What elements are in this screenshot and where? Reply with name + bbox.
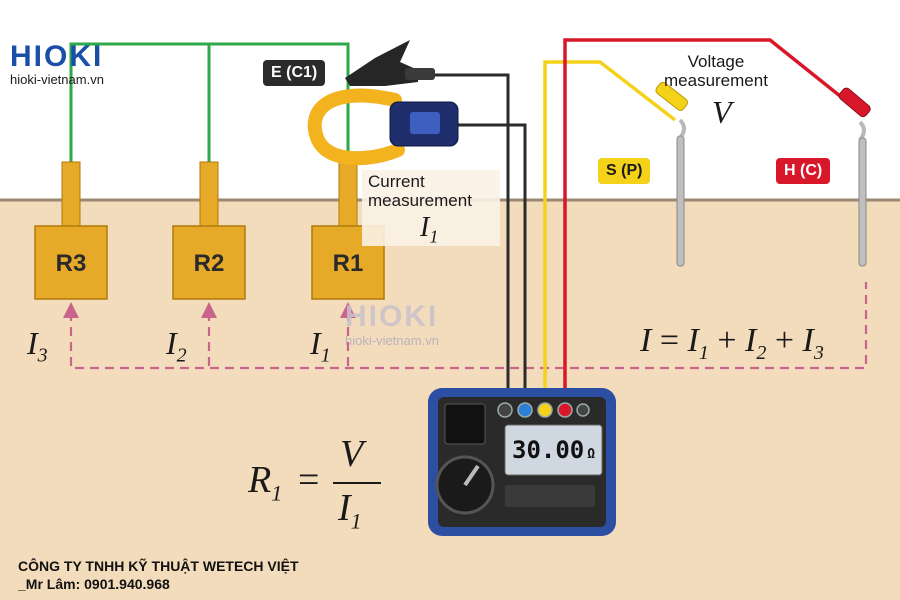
company-name: CÔNG TY TNHH KỸ THUẬT WETECH VIỆT (18, 558, 299, 574)
electrode-r1 (311, 161, 385, 300)
tag-e-c1: E (C1) (263, 60, 326, 86)
current-i3: I3 (27, 325, 48, 367)
electrode-r3 (34, 161, 108, 300)
current-i2: I2 (166, 325, 187, 367)
current-sum-equation: I = I1 + I2 + I3 (640, 322, 824, 364)
clamp-sensor (307, 88, 459, 166)
black-wire-clamp (455, 123, 527, 405)
formula-equals: = (298, 459, 320, 501)
formula-denominator: I1 (338, 487, 362, 534)
current-arrows (63, 302, 356, 318)
current-measurement-symbol: I1 (420, 212, 439, 247)
current-return-path (69, 282, 868, 370)
s-probe (655, 81, 688, 267)
electrode-label-r2: R2 (193, 250, 225, 277)
electrode-label-r1: R1 (332, 250, 364, 277)
logo-website: hioki-vietnam.vn (10, 72, 104, 87)
meter (428, 388, 616, 536)
e-clip (345, 40, 435, 86)
formula-numerator: V (340, 433, 364, 475)
company-info: CÔNG TY TNHH KỸ THUẬT WETECH VIỆT _Mr Lâ… (18, 557, 299, 593)
black-wire-e (418, 73, 510, 405)
current-i1: I1 (310, 325, 331, 367)
voltage-measurement-label: Voltage measurement (664, 52, 768, 90)
watermark-site: hioki-vietnam.vn (345, 333, 439, 348)
current-label-backdrop (362, 170, 500, 246)
voltage-symbol: V (712, 94, 732, 130)
yellow-wire (543, 60, 677, 405)
h-probe (838, 87, 871, 267)
hioki-logo: HIOKI (10, 40, 104, 73)
watermark-brand: HIOKI (345, 300, 439, 333)
electrode-label-r3: R3 (55, 250, 87, 277)
tag-h-c: H (C) (776, 158, 831, 184)
current-measurement-label: Current measurement (368, 172, 472, 210)
tag-s-p: S (P) (598, 158, 651, 184)
formula-lhs: R1 (248, 459, 283, 506)
electrode-r2 (172, 161, 246, 300)
company-contact: _Mr Lâm: 0901.940.968 (18, 576, 170, 592)
red-wire (563, 38, 862, 405)
